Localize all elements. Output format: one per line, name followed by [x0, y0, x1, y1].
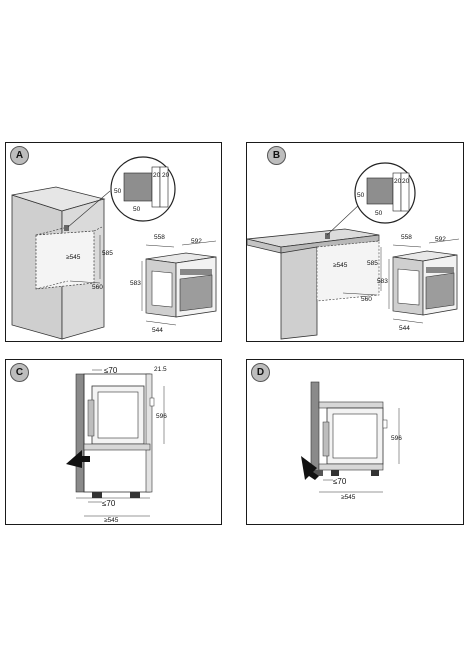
dim-top: ≤70: [104, 366, 118, 375]
panel-a: A 50 50 20 20 585 ≥545 560 558: [5, 142, 222, 342]
dim-544: 544: [152, 327, 163, 334]
airflow-arrow: [66, 450, 90, 468]
detail-t1: 20: [153, 172, 161, 179]
panel-c: C ≤70 21.5 596 ≤70 ≥545: [5, 359, 222, 525]
dim-545: ≥545: [66, 254, 81, 261]
worktop: [318, 401, 384, 409]
panel-d-badge: D: [251, 363, 270, 382]
dim-583: 583: [377, 278, 388, 285]
dim-558: 558: [401, 234, 412, 241]
dim-bottom: ≤70: [333, 477, 347, 486]
detail-h: 50: [357, 192, 365, 199]
panel-c-badge: C: [10, 363, 29, 382]
dim-gap: 21.5: [154, 366, 167, 373]
dim-558: 558: [154, 234, 165, 241]
dim-560: 560: [92, 284, 103, 291]
detail-w: 50: [133, 206, 141, 213]
dim-545: ≥545: [333, 262, 348, 269]
dim-585: 585: [102, 250, 113, 257]
dim-592: 592: [191, 238, 202, 245]
wall: [310, 381, 320, 475]
panel-b-drawing: 50 50 20 20 ≥545 585 560 558 592 583 544: [247, 162, 460, 340]
panel-d-drawing: 596 ≤70 ≥545: [301, 381, 402, 501]
panel-b-badge: B: [267, 146, 286, 165]
panel-a-badge: A: [10, 146, 29, 165]
dim-depth: ≥545: [104, 517, 119, 524]
wall: [75, 373, 85, 493]
panel-c-drawing: ≤70 21.5 596 ≤70 ≥545: [66, 366, 167, 524]
dim-depth: ≥545: [341, 494, 356, 501]
dim-height: 596: [156, 413, 167, 420]
dim-544: 544: [399, 325, 410, 332]
detail-t2: 20: [402, 178, 410, 185]
base-cabinet: [280, 246, 318, 340]
panel-a-drawing: 50 50 20 20 585 ≥545 560 558 592 583 544: [11, 156, 217, 340]
dim-585: 585: [367, 260, 378, 267]
dim-height: 596: [391, 435, 402, 442]
airflow-arrow: [301, 456, 319, 480]
dim-583: 583: [130, 280, 141, 287]
niche-opening: [35, 230, 95, 290]
dim-560: 560: [361, 296, 372, 303]
detail-t2: 20: [162, 172, 170, 179]
detail-h: 50: [114, 188, 122, 195]
detail-t1: 20: [394, 178, 402, 185]
dim-592: 592: [435, 236, 446, 243]
detail-w: 50: [375, 210, 383, 217]
panel-b: B 50 50 20 20 ≥545 585 560 558 592: [246, 142, 464, 342]
panel-d: D 596 ≤70 ≥545: [246, 359, 464, 525]
dim-bottom: ≤70: [102, 499, 116, 508]
